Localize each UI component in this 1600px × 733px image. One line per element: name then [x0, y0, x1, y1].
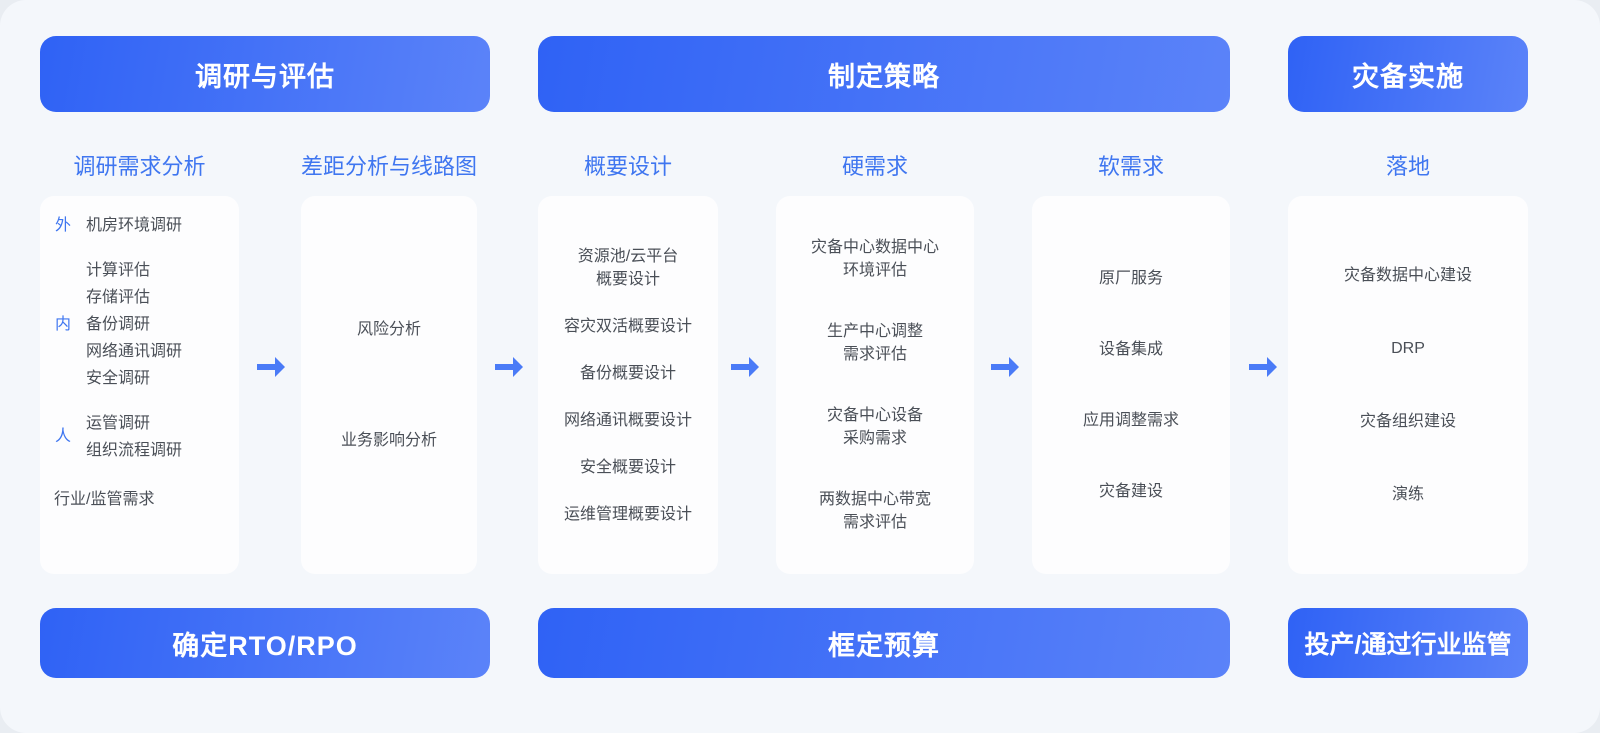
list-item: 两数据中心带宽 需求评估	[818, 491, 931, 531]
list-item: 灾备建设	[1098, 483, 1163, 500]
group-row: 外机房环境调研	[40, 212, 239, 239]
phase-banner-implementation[interactable]: 灾备实施	[1288, 36, 1528, 112]
phase-banner-label: 制定策略	[828, 61, 940, 92]
item-list: 原厂服务设备集成应用调整需求灾备建设	[1032, 196, 1230, 574]
phase-banner-strategy[interactable]: 制定策略	[538, 36, 1230, 112]
list-item: DRP	[1391, 340, 1425, 357]
group-tag: 人	[54, 428, 71, 445]
list-item: 业务影响分析	[340, 432, 437, 449]
item-list: 资源池/云平台 概要设计容灾双活概要设计备份概要设计网络通讯概要设计安全概要设计…	[538, 196, 718, 574]
list-item: 备份调研	[86, 316, 151, 333]
list-item: 网络通讯概要设计	[563, 411, 692, 429]
phase-banner-label: 调研与评估	[195, 61, 335, 92]
list-item: 运管调研	[86, 415, 151, 432]
list-item: 组织流程调研	[86, 442, 183, 459]
list-item: 容灾双活概要设计	[563, 317, 692, 335]
card-gap-analysis[interactable]: 风险分析业务影响分析	[301, 196, 477, 574]
column-header-gap-analysis: 差距分析与线路图	[301, 154, 478, 179]
outcome-banner-label: 确定RTO/RPO	[172, 630, 358, 661]
arrow-right-icon	[988, 352, 1022, 382]
group-items: 机房环境调研	[86, 212, 239, 239]
outcome-banner-label: 框定预算	[828, 630, 940, 661]
card-soft-requirements[interactable]: 原厂服务设备集成应用调整需求灾备建设	[1032, 196, 1230, 574]
group-tag: 内	[54, 315, 71, 333]
column-header-landing: 落地	[1385, 154, 1430, 179]
outcome-banner-rto-rpo[interactable]: 确定RTO/RPO	[40, 608, 490, 678]
outcome-banner-budget[interactable]: 框定预算	[538, 608, 1230, 678]
list-item: 设备集成	[1098, 341, 1163, 358]
list-item: 应用调整需求	[1082, 412, 1179, 429]
list-item: 演练	[1391, 486, 1424, 503]
list-item: 行业/监管需求	[54, 491, 155, 508]
item-list: 灾备中心数据中心 环境评估生产中心调整 需求评估灾备中心设备 采购需求两数据中心…	[776, 196, 974, 574]
grouped-list: 外机房环境调研内计算评估存储评估备份调研网络通讯调研安全调研人运管调研组织流程调…	[40, 196, 239, 574]
list-item: 生产中心调整 需求评估	[826, 323, 923, 363]
group-items: 运管调研组织流程调研	[86, 410, 239, 464]
list-item: 备份概要设计	[579, 364, 676, 382]
arrow-right-icon	[728, 352, 762, 382]
list-item: 运维管理概要设计	[563, 505, 692, 523]
phase-banner-research[interactable]: 调研与评估	[40, 36, 490, 112]
group-row: 人运管调研组织流程调研	[40, 410, 239, 464]
arrow-right-icon	[1246, 352, 1280, 382]
list-item: 计算评估	[86, 262, 151, 279]
list-item: 资源池/云平台 概要设计	[577, 247, 679, 288]
list-item: 灾备中心设备 采购需求	[826, 407, 923, 447]
card-requirement-analysis[interactable]: 外机房环境调研内计算评估存储评估备份调研网络通讯调研安全调研人运管调研组织流程调…	[40, 196, 239, 574]
list-item: 存储评估	[86, 289, 151, 306]
list-item: 网络通讯调研	[86, 343, 183, 360]
phase-banner-label: 灾备实施	[1352, 61, 1464, 92]
group-tag: 外	[54, 216, 71, 234]
column-header-requirement-analysis: 调研需求分析	[73, 154, 206, 179]
list-item: 灾备中心数据中心 环境评估	[810, 239, 939, 279]
outcome-banner-production-compliance[interactable]: 投产/通过行业监管	[1288, 608, 1528, 678]
group-row: 内计算评估存储评估备份调研网络通讯调研安全调研	[40, 257, 239, 392]
list-item: 安全调研	[86, 370, 151, 387]
list-item: 灾备组织建设	[1359, 413, 1456, 430]
column-header-hard-requirements: 硬需求	[841, 154, 908, 179]
column-header-soft-requirements: 软需求	[1097, 154, 1164, 179]
item-list: 风险分析业务影响分析	[301, 196, 477, 574]
column-header-outline-design: 概要设计	[583, 154, 672, 179]
list-item: 机房环境调研	[86, 217, 183, 234]
arrow-right-icon	[492, 352, 526, 382]
group-items: 计算评估存储评估备份调研网络通讯调研安全调研	[86, 257, 239, 392]
item-list: 灾备数据中心建设 DRP 灾备组织建设演练	[1288, 196, 1528, 574]
list-item: 风险分析	[356, 321, 421, 338]
card-hard-requirements[interactable]: 灾备中心数据中心 环境评估生产中心调整 需求评估灾备中心设备 采购需求两数据中心…	[776, 196, 974, 574]
card-landing[interactable]: 灾备数据中心建设 DRP 灾备组织建设演练	[1288, 196, 1528, 574]
card-outline-design[interactable]: 资源池/云平台 概要设计容灾双活概要设计备份概要设计网络通讯概要设计安全概要设计…	[538, 196, 718, 574]
list-item: 灾备数据中心建设	[1343, 267, 1472, 284]
arrow-right-icon	[254, 352, 288, 382]
list-item: 安全概要设计	[579, 458, 676, 476]
list-item: 原厂服务	[1098, 270, 1163, 287]
outcome-banner-label: 投产/通过行业监管	[1304, 631, 1512, 659]
